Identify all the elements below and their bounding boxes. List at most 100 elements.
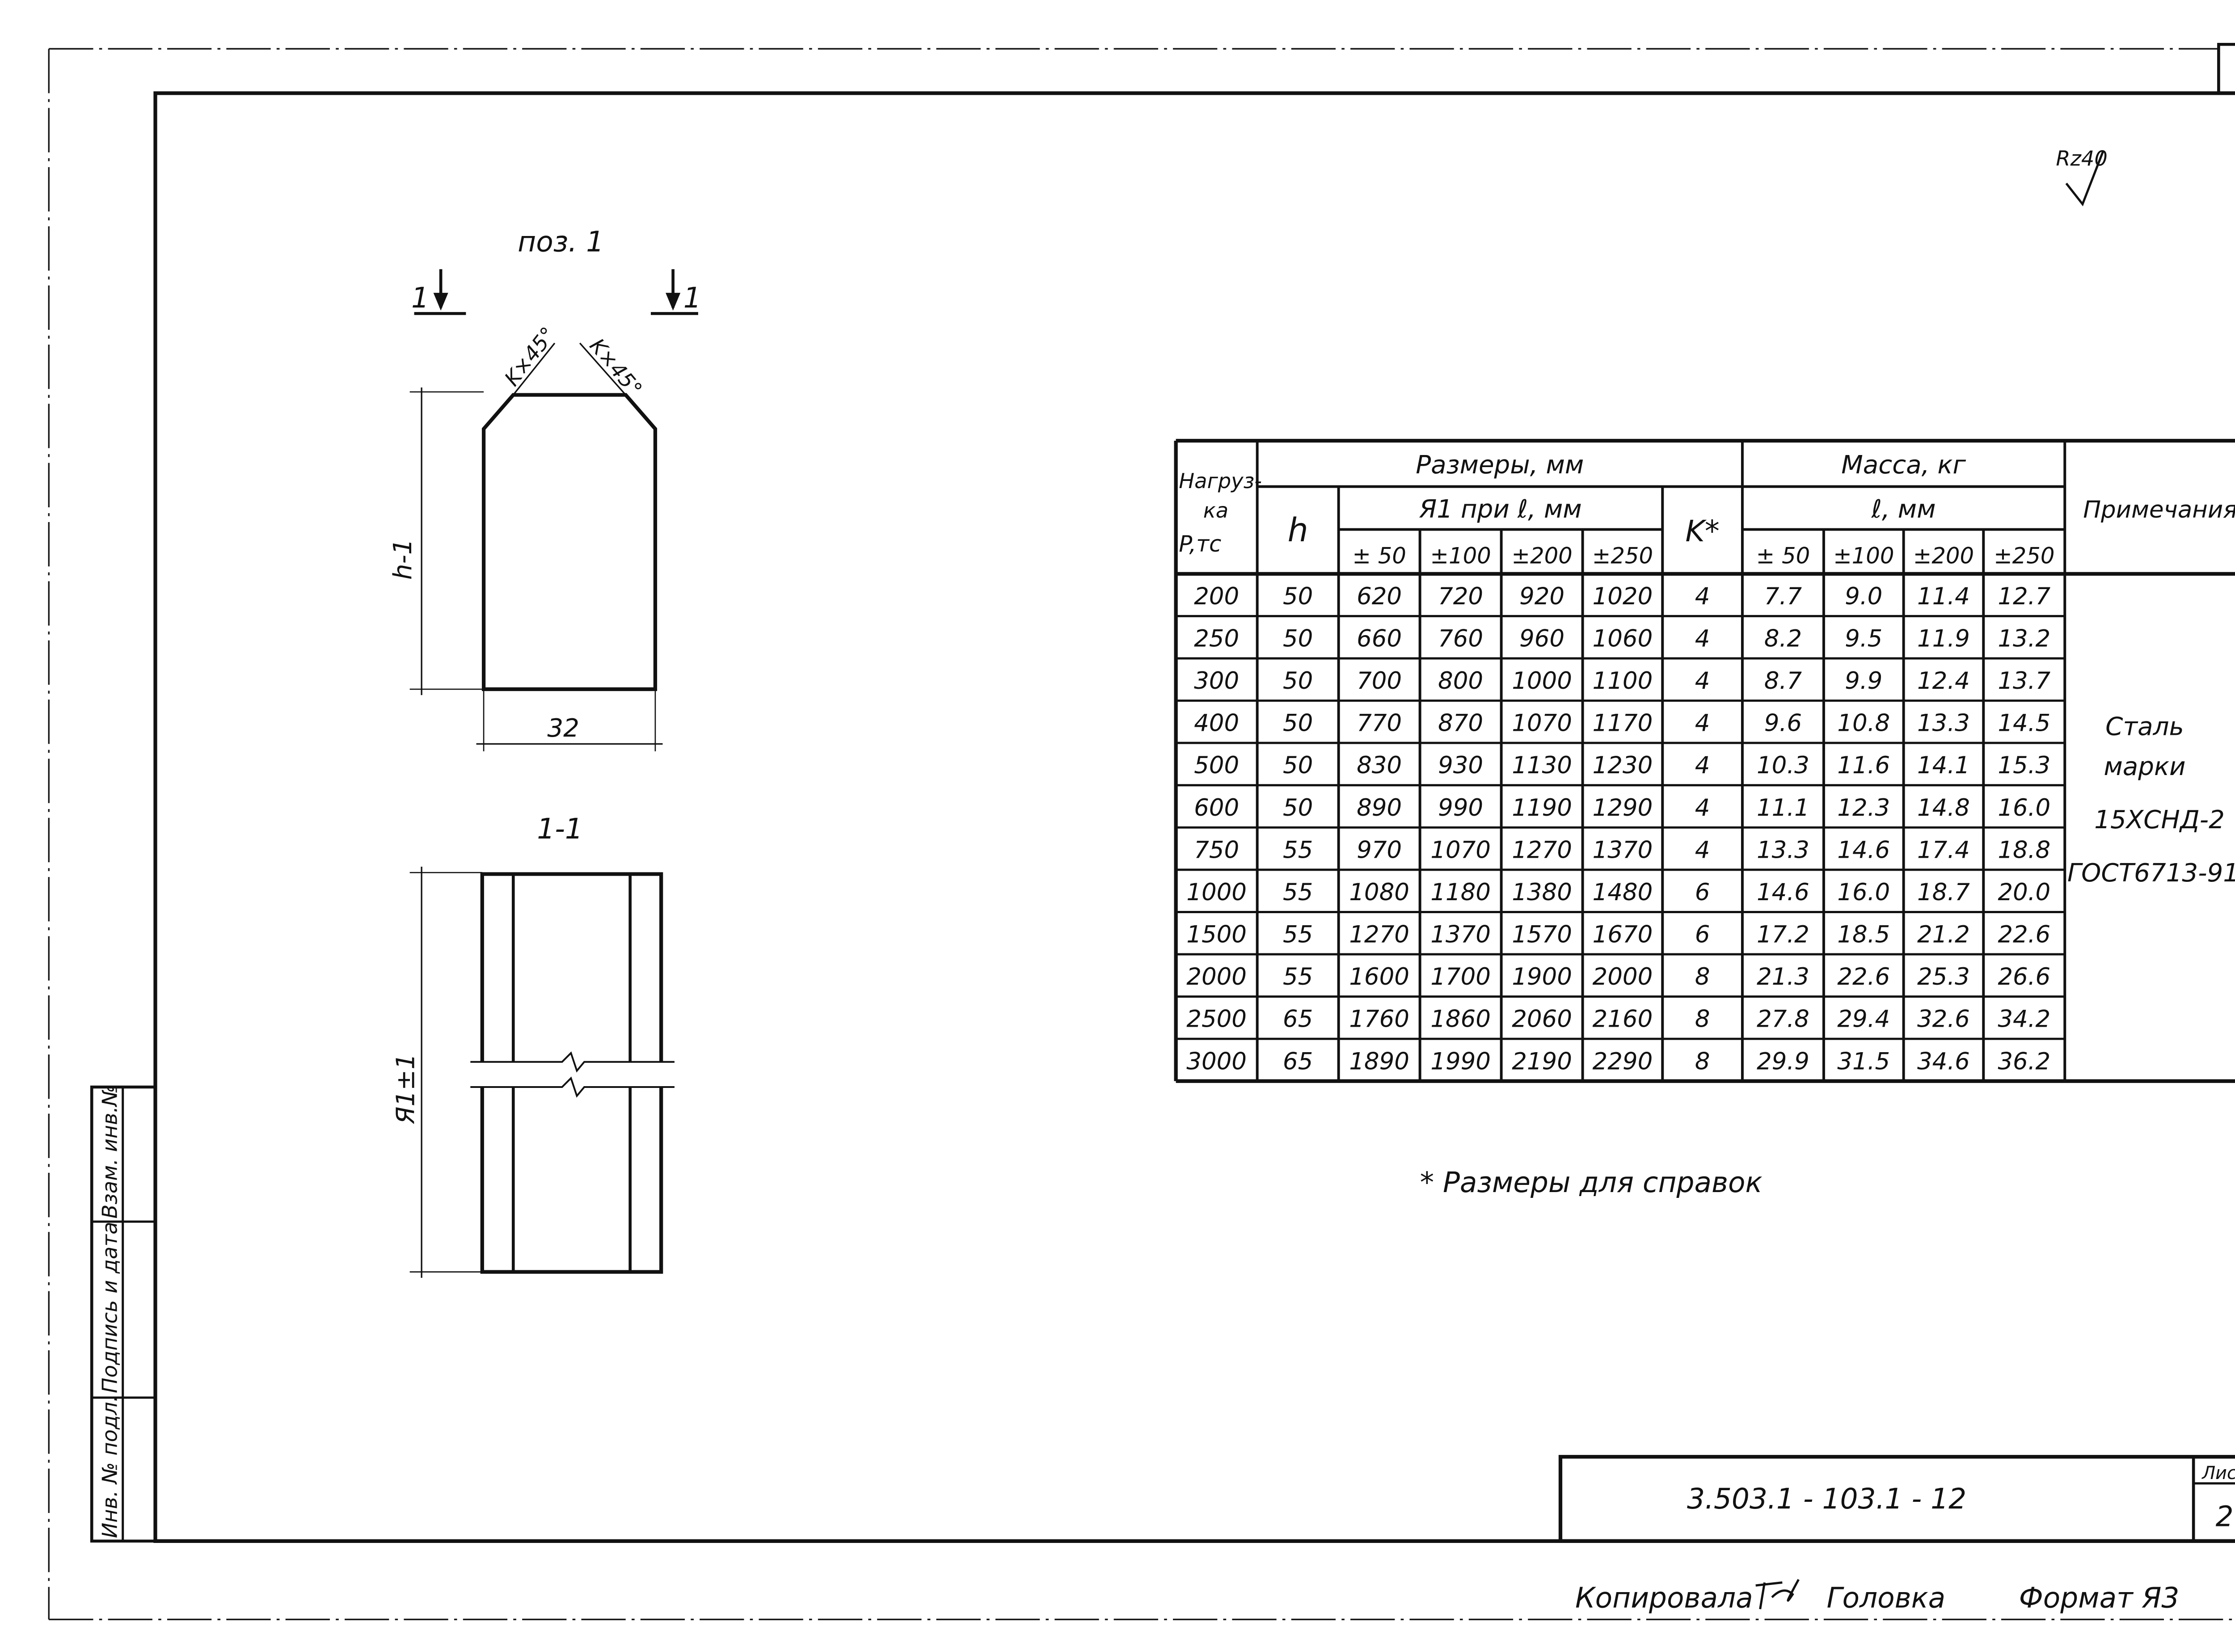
table-cell: 620 <box>1357 583 1402 610</box>
table-cell: 1270 <box>1512 836 1572 864</box>
table-cell: 800 <box>1438 667 1483 695</box>
table-cell: 1170 <box>1593 710 1653 737</box>
header-tolerance: ± 50 <box>1756 543 1810 569</box>
header-load: ка <box>1203 498 1228 523</box>
table-cell: 31.5 <box>1837 1048 1890 1075</box>
table-cell: 4 <box>1695 752 1710 779</box>
table-cell: 1480 <box>1593 879 1653 906</box>
table-cell: 1500 <box>1186 921 1247 948</box>
table-cell: 9.0 <box>1845 583 1882 610</box>
table-cell: 1570 <box>1512 921 1572 948</box>
copied-by-name: Головка <box>1827 1582 1946 1614</box>
table-cell: 1100 <box>1593 667 1653 695</box>
svg-text:Я1±1: Я1±1 <box>392 1054 421 1125</box>
dimension-height: h-1 <box>388 387 484 695</box>
table-cell: 6 <box>1695 879 1710 906</box>
dimension-width: 32 <box>476 689 663 751</box>
table-cell: 4 <box>1695 667 1710 695</box>
table-cell: 2000 <box>1186 963 1247 990</box>
table-cell: 9.5 <box>1845 625 1882 653</box>
table-cell: 4 <box>1695 583 1710 610</box>
table-cell: 26.6 <box>1998 963 2050 990</box>
table-cell: 2160 <box>1593 1006 1653 1033</box>
table-cell: 1270 <box>1349 921 1409 948</box>
header-notes: Примечания <box>2083 496 2235 523</box>
table-cell: 2060 <box>1512 1006 1572 1033</box>
table-cell: 65 <box>1283 1006 1313 1033</box>
table-cell: 32.6 <box>1917 1006 1970 1033</box>
table-cell: 13.7 <box>1998 667 2050 695</box>
header-load: Нагруз- <box>1179 469 1262 493</box>
page-number-box <box>2217 42 2235 95</box>
copied-by-label: Копировала <box>1575 1582 1753 1614</box>
table-cell: 21.2 <box>1917 921 1970 948</box>
table-cell: 1700 <box>1430 963 1491 990</box>
table-cell: 12.7 <box>1998 583 2050 610</box>
table-cell: 22.6 <box>1998 921 2050 948</box>
table-cell: 1070 <box>1430 836 1491 864</box>
svg-text:1: 1 <box>683 282 701 314</box>
chamfer-label-left: K×45° <box>500 322 561 390</box>
table-cell: 17.4 <box>1917 836 1970 864</box>
part-profile <box>481 393 658 691</box>
document-code: 3.503.1 - 103.1 - 12 <box>1687 1483 1966 1515</box>
table-cell: 870 <box>1438 710 1483 737</box>
table-cell: 250 <box>1194 625 1239 653</box>
table-cell: 14.8 <box>1917 794 1970 822</box>
sheet-label: Лист <box>2201 1463 2235 1483</box>
table-cell: 50 <box>1283 794 1313 822</box>
table-cell: 18.7 <box>1917 879 1970 906</box>
table-cell: 400 <box>1194 710 1239 737</box>
table-cell: 25.3 <box>1917 963 1970 990</box>
table-cell: 55 <box>1283 879 1313 906</box>
header-tolerance: ±250 <box>1592 543 1653 569</box>
table-cell: 6 <box>1695 921 1710 948</box>
section-title: 1-1 <box>537 813 583 845</box>
table-cell: 500 <box>1194 752 1239 779</box>
table-cell: 890 <box>1357 794 1402 822</box>
table-cell: 3000 <box>1186 1048 1247 1075</box>
table-cell: 720 <box>1438 583 1483 610</box>
table-cell: 4 <box>1695 710 1710 737</box>
table-cell: 2290 <box>1593 1048 1653 1075</box>
table-cell: 4 <box>1695 836 1710 864</box>
header-a1: Я1 при ℓ, мм <box>1419 495 1582 524</box>
table-cell: 20.0 <box>1998 879 2050 906</box>
table-cell: 930 <box>1438 752 1483 779</box>
table-cell: 18.5 <box>1837 921 1890 948</box>
stamp-replacement-inv: Взам. инв.№ <box>97 1085 122 1219</box>
svg-text:h-1: h-1 <box>388 539 417 580</box>
table-cell: 750 <box>1194 836 1239 864</box>
table-cell: 200 <box>1194 583 1239 610</box>
table-cell: 50 <box>1283 710 1313 737</box>
note-line: Сталь <box>2105 712 2184 742</box>
table-cell: 300 <box>1194 667 1239 695</box>
header-tolerance: ±250 <box>1994 543 2054 569</box>
header-tolerance: ±200 <box>1913 543 1974 569</box>
table-cell: 1060 <box>1593 625 1653 653</box>
table-cell: 16.0 <box>1837 879 1890 906</box>
stamp-signature-date: Подпись и дата <box>97 1222 122 1393</box>
table-cell: 1990 <box>1430 1048 1491 1075</box>
section-mark-left: 1 <box>411 269 466 315</box>
header-tolerance: ±100 <box>1833 543 1894 569</box>
table-cell: 10.8 <box>1837 710 1890 737</box>
table-cell: 8 <box>1695 1006 1710 1033</box>
table-cell: 50 <box>1283 667 1313 695</box>
table-cell: 29.9 <box>1757 1048 1809 1075</box>
table-cell: 1600 <box>1349 963 1409 990</box>
table-cell: 55 <box>1283 836 1313 864</box>
table-cell: 8.2 <box>1764 625 1802 653</box>
table-cell: 600 <box>1194 794 1239 822</box>
table-cell: 770 <box>1357 710 1402 737</box>
table-cell: 1230 <box>1593 752 1653 779</box>
roughness-value: Rz40 <box>2056 147 2107 171</box>
table-cell: 8.7 <box>1764 667 1802 695</box>
roughness-symbol: Rz40 <box>2056 147 2108 206</box>
header-h: h <box>1288 511 1308 549</box>
table-cell: 990 <box>1438 794 1483 822</box>
table-cell: 14.6 <box>1837 836 1890 864</box>
dimension-length: Я1±1 <box>392 866 482 1278</box>
